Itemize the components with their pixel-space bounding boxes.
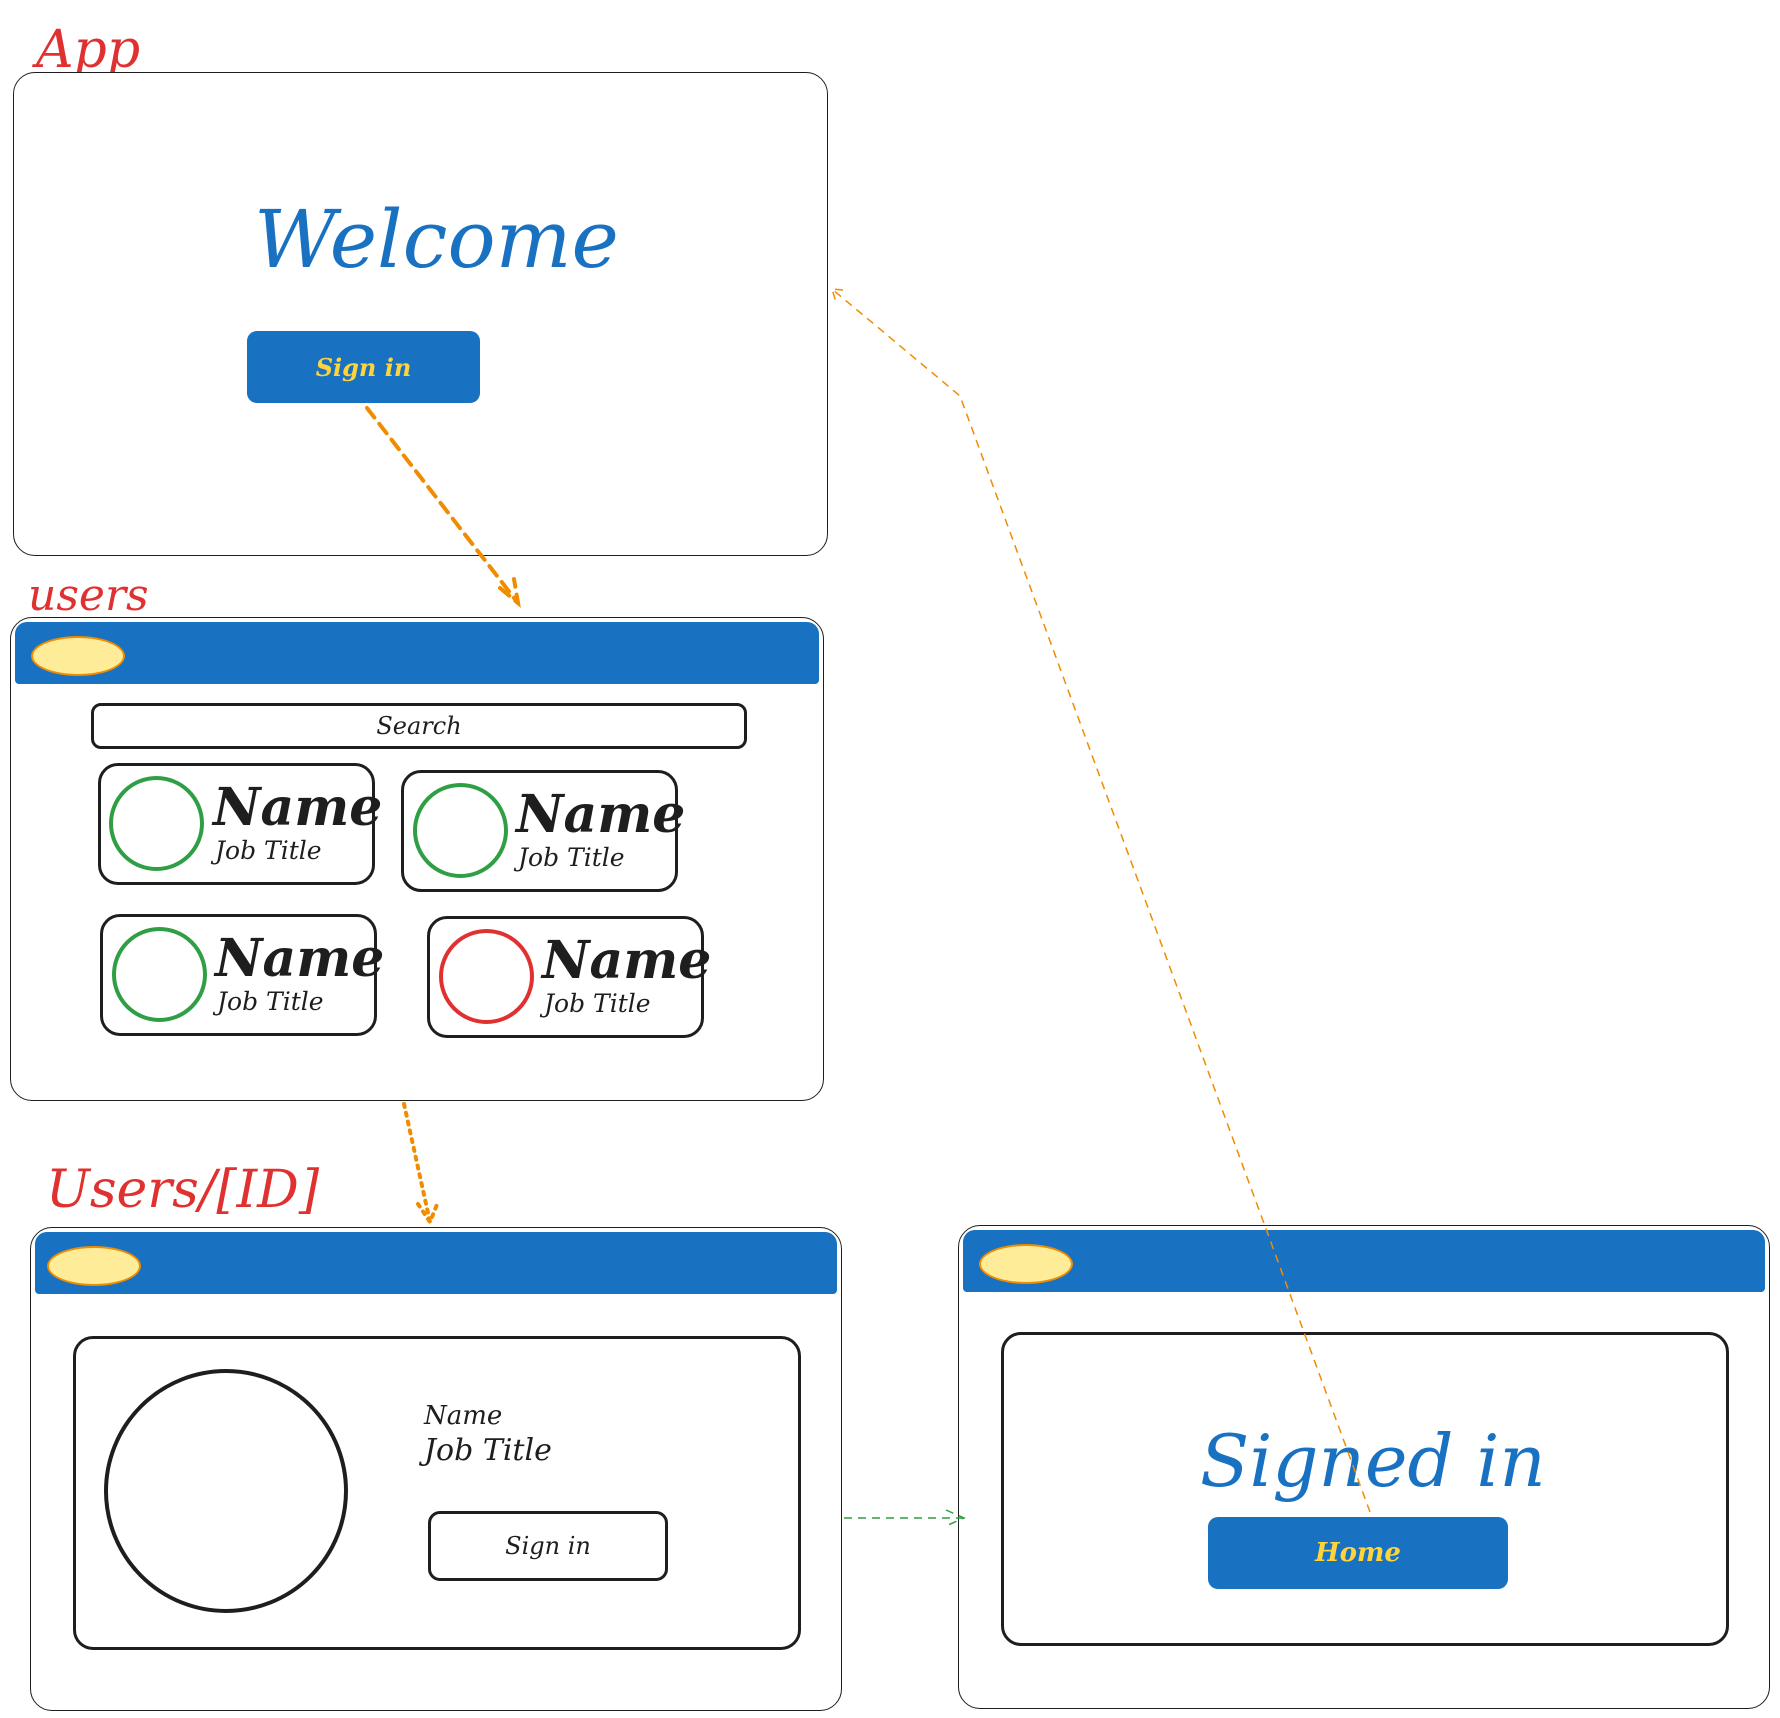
signed-in-screen: Signed in Home <box>958 1225 1770 1709</box>
user-card-name: Name <box>542 930 712 991</box>
user-card-name: Name <box>215 928 385 989</box>
search-input[interactable]: Search <box>91 703 747 749</box>
signed-in-card: Signed in Home <box>1001 1332 1729 1646</box>
user-card[interactable]: Name Job Title <box>100 914 384 1036</box>
user-card[interactable]: Name Job Title <box>427 916 711 1038</box>
home-button[interactable]: Home <box>1208 1517 1508 1589</box>
user-card-job-title: Job Title <box>215 836 322 865</box>
avatar <box>413 783 508 878</box>
avatar <box>439 929 534 1024</box>
search-placeholder: Search <box>376 712 462 740</box>
users-screen: Search Name Job Title Name Job Title Nam… <box>10 617 824 1101</box>
user-card[interactable]: Name Job Title <box>401 770 685 892</box>
avatar <box>112 927 207 1022</box>
profile-sign-in-button[interactable]: Sign in <box>428 1511 668 1581</box>
profile-avatar <box>104 1369 348 1613</box>
signed-in-heading: Signed in <box>1200 1419 1546 1503</box>
title-bar <box>35 1232 837 1294</box>
avatar <box>109 776 204 871</box>
window-dot <box>979 1244 1073 1284</box>
profile-card: Name Job Title Sign in <box>73 1336 801 1650</box>
arrow-detail-to-signed-in <box>844 1509 966 1527</box>
profile-job-title: Job Title <box>424 1433 552 1468</box>
user-detail-screen: Name Job Title Sign in <box>30 1227 842 1711</box>
user-card-job-title: Job Title <box>518 843 625 872</box>
user-card[interactable]: Name Job Title <box>98 763 382 885</box>
sign-in-button[interactable]: Sign in <box>247 331 480 403</box>
app-screen: Welcome Sign in <box>13 72 828 556</box>
window-dot <box>47 1246 141 1286</box>
label-user-detail: Users/[ID] <box>46 1160 320 1220</box>
profile-name: Name <box>424 1401 503 1431</box>
user-card-job-title: Job Title <box>217 987 324 1016</box>
welcome-heading: Welcome <box>254 193 619 286</box>
user-card-job-title: Job Title <box>544 989 651 1018</box>
arrow-users-to-detail <box>402 1102 440 1227</box>
label-users: users <box>28 570 149 621</box>
title-bar <box>15 622 819 684</box>
label-app: App <box>36 20 141 80</box>
title-bar <box>963 1230 1765 1292</box>
window-dot <box>31 636 125 676</box>
user-card-name: Name <box>213 777 383 838</box>
user-card-name: Name <box>516 784 686 845</box>
